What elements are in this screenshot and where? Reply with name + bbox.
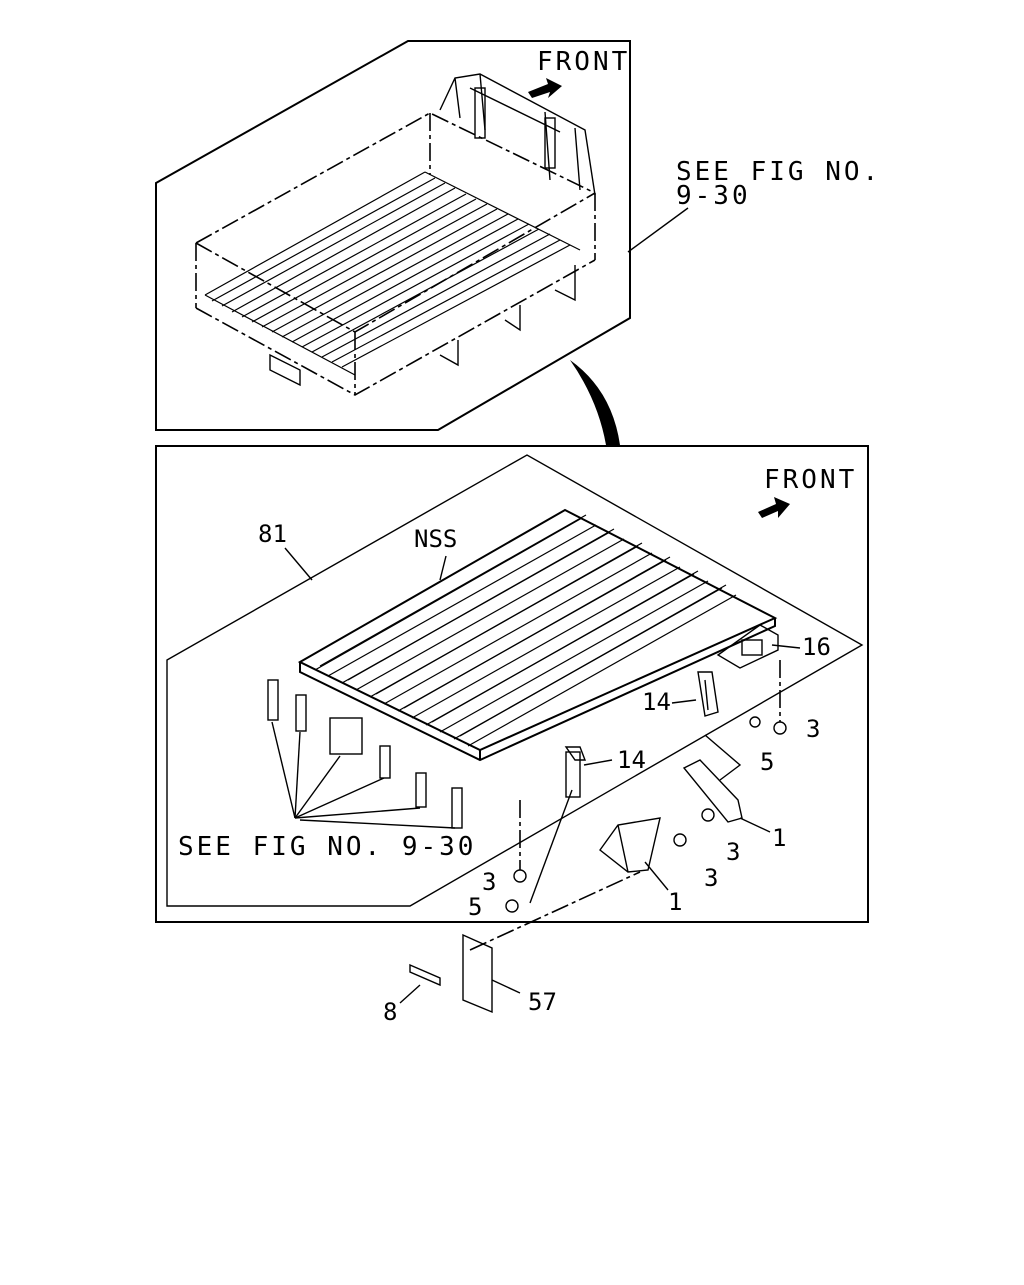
hook-parts-cluster [267,679,463,829]
callout-3-mid-b: 3 [704,864,718,892]
callout-8: 8 [383,998,397,1026]
truck-bed-overview [195,73,596,396]
part-1-center-guard [599,817,661,873]
callout-3-left: 3 [482,868,496,896]
callout-nss: NSS [414,525,457,553]
bolt-3-left [513,800,527,883]
top-panel-frame [155,40,631,431]
see-fig-label-line1: SEE FIG NO. [676,157,881,187]
see-fig-label-line2: 9-30 [676,181,751,211]
callout-5-right: 5 [760,748,774,776]
part-16-bracket [716,624,779,669]
callout-1-center: 1 [668,888,682,916]
deck-slats [204,171,581,376]
cab-guard [439,73,596,196]
bottom-panel-frame [155,445,869,923]
loose-parts: 57 8 [383,871,641,1026]
assembly-boundary [166,454,864,907]
zoom-arrow [570,360,620,445]
see-fig-label-bottom: SEE FIG NO. 9-30 [178,832,476,862]
callout-5-left: 5 [468,893,482,921]
bolt-3-right [773,660,787,735]
part-14-center-bracket [564,746,587,798]
bottom-panel: FRONT 81 NSS 16 14 3 5 [155,445,869,923]
callout-14-center: 14 [617,746,646,774]
part-1-right-guard [682,734,743,823]
callout-81: 81 [258,520,287,548]
callout-3-mid-a: 3 [726,838,740,866]
front-label-bottom: FRONT [764,465,857,495]
mud-flap-57 [462,933,493,1014]
part-14-right-bracket [697,671,719,717]
washer-5-left [505,899,519,913]
callout-57: 57 [528,988,557,1016]
floor-slats [314,514,737,747]
front-arrow-top [528,78,562,98]
callout-14-right: 14 [642,688,671,716]
top-panel: FRONT SEE FIG NO. 9-30 [155,40,881,431]
front-label-top: FRONT [537,47,630,77]
clip-8 [409,963,441,987]
callout-1-right: 1 [772,824,786,852]
washer-5-right [749,716,761,728]
bolt-3-mid-b [673,833,687,847]
floor-deck [297,508,778,762]
bolt-3-mid-a [701,808,715,822]
callout-16: 16 [802,633,831,661]
callout-3-right: 3 [806,715,820,743]
chassis [269,265,576,387]
see-fig-leader [627,207,689,253]
front-arrow-bottom [758,497,790,518]
